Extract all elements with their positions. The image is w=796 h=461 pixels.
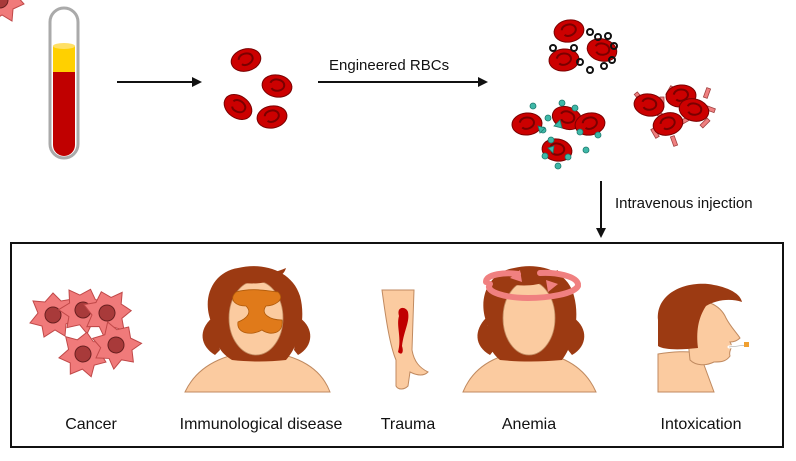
dizzy-ring	[483, 269, 581, 302]
caption-immunological-disease: Immunological disease	[179, 416, 343, 433]
trauma-arm	[381, 289, 429, 390]
rbc-cluster-particles	[510, 99, 608, 170]
intoxication-profile	[657, 283, 749, 393]
caption-trauma: Trauma	[380, 416, 436, 433]
rbc-cluster-rings	[547, 16, 621, 74]
disease-panel	[10, 242, 784, 448]
anemia-face	[462, 266, 597, 393]
isolated-rbcs	[218, 44, 295, 132]
engineered-rbcs-label: Engineered RBCs	[329, 57, 450, 74]
caption-cancer: Cancer	[65, 416, 117, 433]
immunological-face	[184, 266, 331, 393]
caption-anemia: Anemia	[501, 416, 557, 433]
intravenous-injection-label: Intravenous injection	[615, 195, 753, 212]
cancer-cells	[0, 0, 149, 381]
caption-intoxication: Intoxication	[660, 416, 742, 433]
test-tube	[48, 6, 80, 160]
rbc-cluster-receptors	[631, 82, 716, 147]
